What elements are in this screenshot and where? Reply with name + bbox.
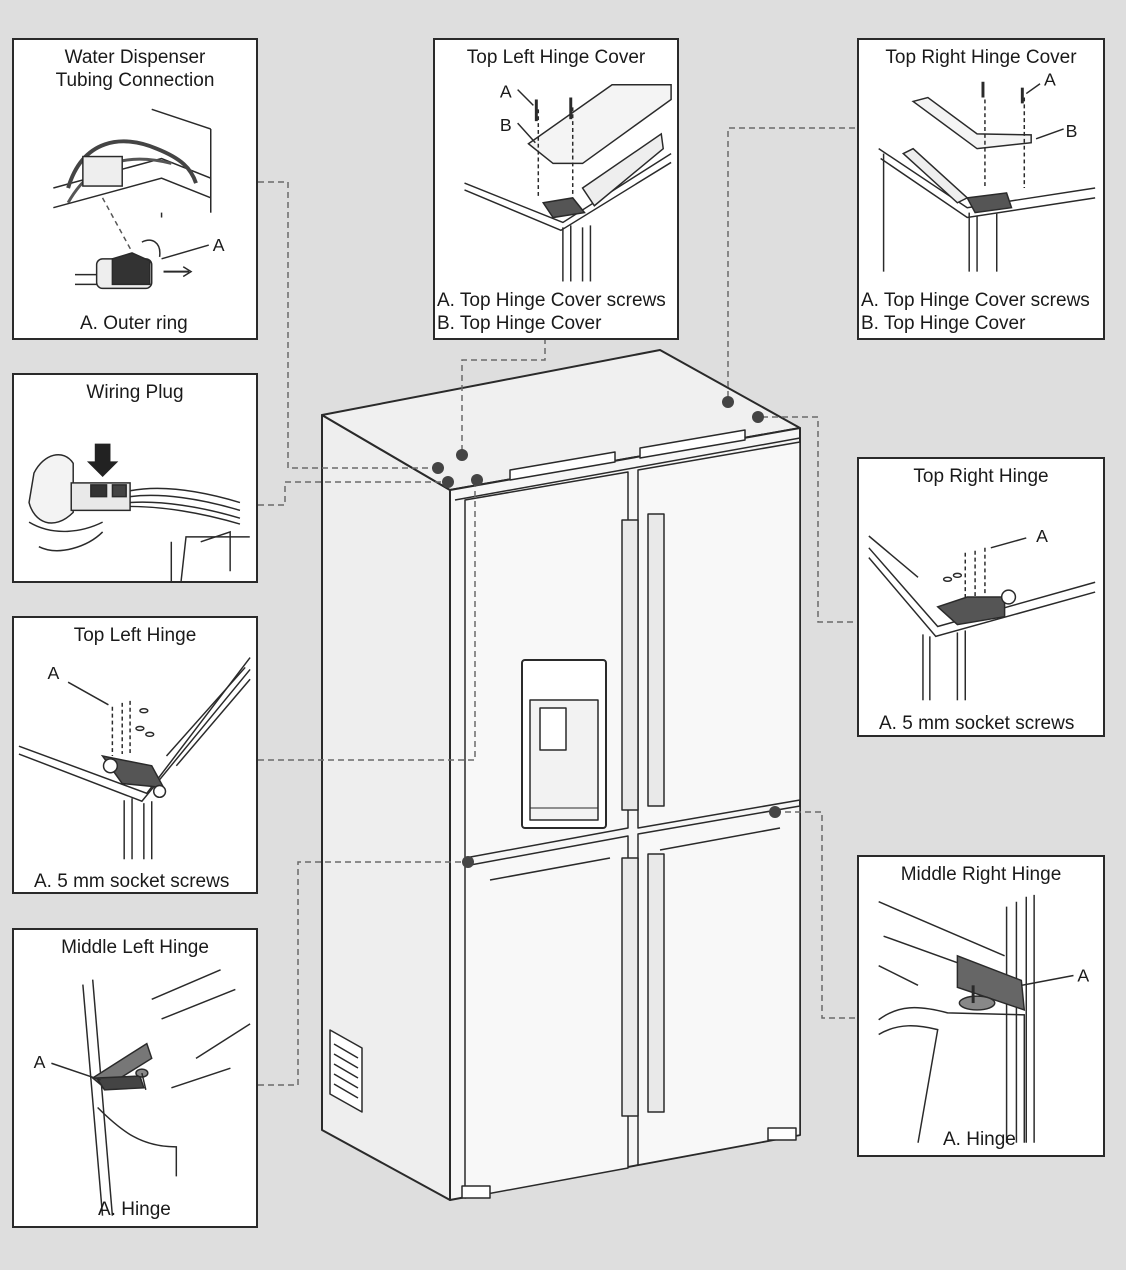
- top-left-hinge-illustration: A: [18, 657, 251, 860]
- tubing-connection-illustration: A: [53, 108, 225, 290]
- vent-grille: [329, 1029, 363, 1113]
- panel-top-left-hinge-cover: A B Top Left Hinge Cover A. Top Hinge Co…: [433, 38, 679, 340]
- leader-lines: [258, 127, 855, 1086]
- caption-a: A. Top Hinge Cover screws: [861, 290, 1090, 311]
- callout-a: A: [47, 663, 59, 683]
- top-left-hinge-cover-illustration: A B: [464, 82, 672, 282]
- callout-a: A: [1036, 526, 1048, 546]
- callout-a: A: [1044, 70, 1056, 90]
- caption-a: A. Hinge: [943, 1129, 1016, 1150]
- top-right-hinge-illustration: A: [868, 526, 1096, 701]
- caption-a: A. Outer ring: [80, 313, 188, 334]
- panel-middle-right-hinge: A Middle Right Hinge A. Hinge: [857, 855, 1105, 1157]
- callout-a: A: [1077, 965, 1089, 985]
- middle-right-hinge-illustration: A: [878, 894, 1089, 1143]
- callout-a: A: [34, 1052, 46, 1072]
- panel-title: Top Left Hinge Cover: [466, 47, 646, 68]
- panel-water-dispenser-tubing: A Water Dispenser Tubing Connection A. O…: [12, 38, 258, 340]
- lower-left-drawer: [464, 835, 629, 1199]
- caption-a: A. Top Hinge Cover screws: [437, 290, 666, 311]
- dot-top-right-cover: [722, 396, 734, 408]
- panel-title: Middle Left Hinge: [61, 937, 209, 958]
- panel-top-right-hinge-cover: A B Top Right Hinge Cover A. Top Hinge C…: [857, 38, 1105, 340]
- panel-title: Middle Right Hinge: [900, 864, 1062, 885]
- dot-top-left-hinge: [471, 474, 483, 486]
- panel-middle-left-hinge: A Middle Left Hinge A. Hinge: [12, 928, 258, 1228]
- dot-middle-left-hinge: [462, 856, 474, 868]
- top-right-hinge-cover-illustration: A B: [878, 70, 1096, 272]
- caption-a: A. 5 mm socket screws: [879, 713, 1075, 734]
- caption-a: A. Hinge: [98, 1199, 171, 1220]
- panel-title: Water Dispenser Tubing Connection: [55, 47, 215, 91]
- dot-water-dispenser: [432, 462, 444, 474]
- panel-title: Top Right Hinge: [913, 466, 1049, 487]
- callout-a: A: [500, 82, 512, 102]
- wiring-plug-illustration: [28, 443, 250, 581]
- caption-b: B. Top Hinge Cover: [437, 313, 602, 334]
- middle-left-hinge-illustration: A: [34, 969, 251, 1216]
- panel-top-left-hinge: A Top Left Hinge A. 5 mm socket screws: [12, 616, 258, 894]
- dot-top-left-cover: [456, 449, 468, 461]
- callout-a: A: [213, 235, 225, 255]
- callout-b: B: [500, 115, 512, 135]
- dot-wiring-plug: [442, 476, 454, 488]
- caption-a: A. 5 mm socket screws: [34, 871, 230, 892]
- dot-top-right-hinge: [752, 411, 764, 423]
- dot-middle-right-hinge: [769, 806, 781, 818]
- panel-title: Top Left Hinge: [73, 625, 197, 646]
- panel-title: Top Right Hinge Cover: [885, 47, 1077, 68]
- panel-title: Wiring Plug: [86, 382, 184, 403]
- panel-top-right-hinge: A Top Right Hinge A. 5 mm socket screws: [857, 457, 1105, 737]
- hinge-location-dots: [432, 396, 781, 868]
- panel-wiring-plug: Wiring Plug: [12, 373, 258, 583]
- callout-b: B: [1066, 121, 1078, 141]
- caption-b: B. Top Hinge Cover: [861, 313, 1026, 334]
